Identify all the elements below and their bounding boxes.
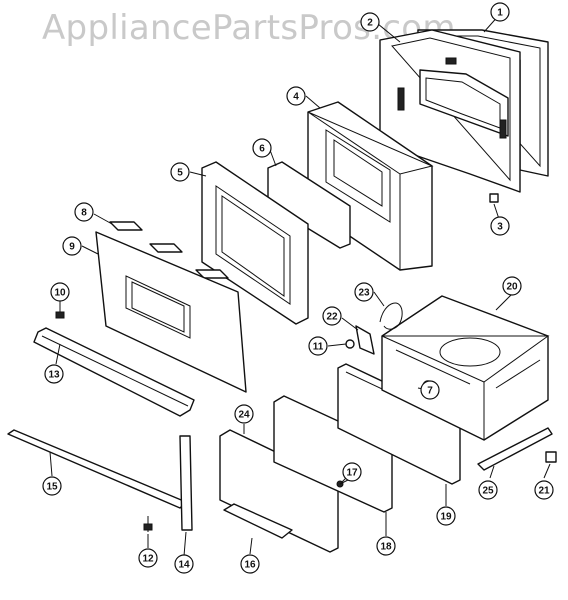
part-23-spring [379,302,403,330]
callout-7: 7 [420,380,440,400]
callout-19: 19 [436,506,456,526]
svg-text:5: 5 [177,168,183,179]
callout-23: 23 [354,282,374,302]
svg-text:1: 1 [497,8,503,19]
svg-text:17: 17 [346,468,358,479]
svg-text:2: 2 [367,18,373,29]
svg-text:6: 6 [259,144,265,155]
part-20-drawer-body [381,295,550,441]
callout-15: 15 [42,476,62,496]
svg-text:12: 12 [142,554,154,565]
callout-20: 20 [502,276,522,296]
callout-17: 17 [342,462,362,482]
part-22-bracket [355,325,375,355]
svg-text:8: 8 [81,208,87,219]
callout-8: 8 [74,202,94,222]
part-25-drawer-slide [477,427,553,471]
callout-18: 18 [376,536,396,556]
callout-12: 12 [138,548,158,568]
callout-9: 9 [62,236,82,256]
part-21-bracket [545,451,557,463]
svg-text:9: 9 [69,242,75,253]
callout-4: 4 [286,86,306,106]
part-13-handle-trim [33,327,195,417]
part-2-door-liner [379,29,521,193]
callout-10: 10 [50,282,70,302]
callout-13: 13 [44,364,64,384]
svg-text:13: 13 [48,370,60,381]
part-3-clip [489,193,499,203]
callout-25: 25 [478,480,498,500]
callout-21: 21 [534,480,554,500]
callout-5: 5 [170,162,190,182]
svg-text:23: 23 [358,288,370,299]
svg-text:20: 20 [506,282,518,293]
part-15-trim-strip [7,429,187,509]
part-17-screw [336,479,349,488]
part-14-vertical-strip [179,435,193,531]
svg-text:24: 24 [238,410,250,421]
callout-22: 22 [322,306,342,326]
callout-16: 16 [240,554,260,574]
svg-text:14: 14 [178,560,190,571]
part-5-window-frame [201,161,309,325]
callout-11: 11 [308,336,328,356]
callout-14: 14 [174,554,194,574]
svg-text:3: 3 [497,222,503,233]
part-11-nut [345,339,355,349]
part-9-outer-door-panel [95,231,247,393]
svg-text:7: 7 [427,386,433,397]
svg-text:15: 15 [46,482,58,493]
part-16-drawer-piece [223,503,293,539]
callout-1: 1 [490,2,510,22]
part-24-drawer-front [219,429,339,553]
part-18-drawer-panel [273,395,393,513]
svg-text:10: 10 [54,288,66,299]
svg-text:19: 19 [440,512,452,523]
part-12-screw [143,516,153,532]
callout-24: 24 [234,404,254,424]
svg-text:11: 11 [313,342,324,353]
svg-text:21: 21 [538,486,550,497]
svg-text:4: 4 [293,92,299,103]
callout-3: 3 [490,216,510,236]
callout-2: 2 [360,12,380,32]
part-8-spacers [109,221,229,279]
svg-text:16: 16 [244,560,256,571]
callout-6: 6 [252,138,272,158]
svg-text:22: 22 [326,312,338,323]
svg-text:25: 25 [482,486,494,497]
svg-text:18: 18 [380,542,392,553]
